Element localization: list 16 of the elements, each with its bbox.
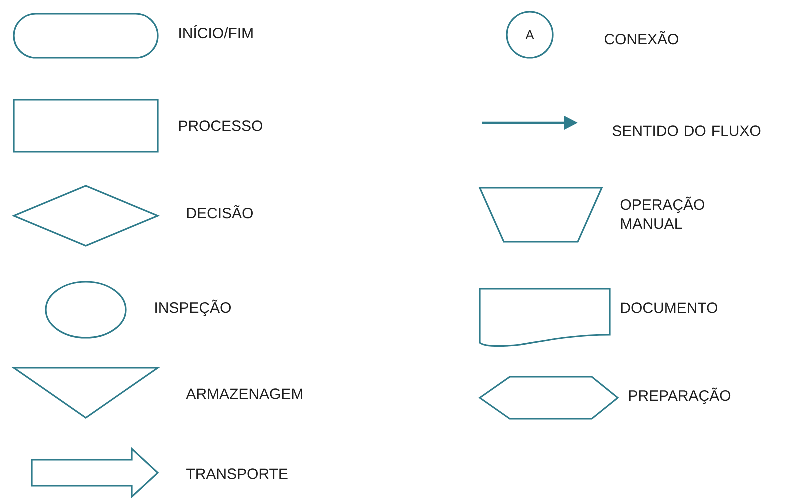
inspection-symbol — [45, 281, 127, 339]
symbol-caption: PREPARAÇÃO — [629, 388, 731, 404]
symbol-caption: DECISÃO — [187, 205, 253, 219]
process-symbol — [13, 99, 159, 153]
symbol-caption: PROCESSO — [179, 120, 262, 132]
document-symbol — [479, 288, 611, 348]
symbol-caption: DOCUMENTO — [621, 302, 718, 314]
terminal-symbol — [13, 13, 159, 59]
symbol-caption: OPERAÇÃO MANUAL — [620, 196, 704, 230]
arrow-caption: SENTIDO DO FLUXO — [612, 126, 761, 136]
symbol-caption: INSPEÇÃO — [156, 300, 231, 316]
symbol-caption: INÍCIO/FIM — [180, 25, 253, 39]
transport-symbol — [31, 447, 160, 499]
symbol-caption: ARMAZENAGEM — [186, 388, 302, 400]
symbol-caption: TRANSPORTE — [186, 468, 288, 480]
symbol-caption: CONEXÃO — [604, 31, 678, 45]
